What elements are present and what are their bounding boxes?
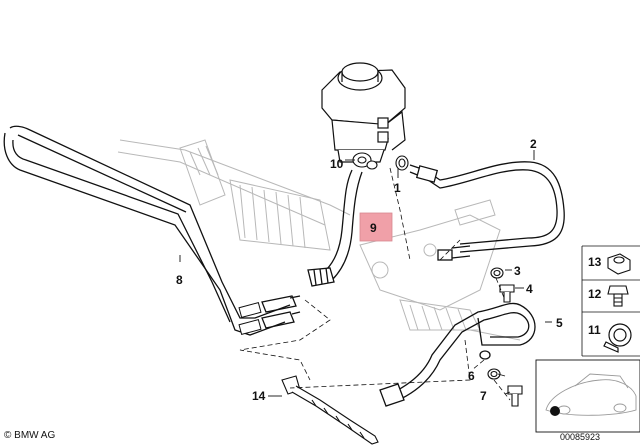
callout-8: 8 [176, 273, 183, 287]
seal-ring-3 [490, 267, 504, 279]
nut-13 [607, 253, 631, 275]
banjo-bolt-4 [499, 284, 515, 303]
callout-5: 5 [556, 316, 563, 330]
seal-ring-1 [395, 155, 409, 171]
seal-ring-6 [487, 368, 501, 380]
pressure-hose-2 [409, 161, 565, 261]
return-line-fitting [238, 301, 262, 336]
callout-9: 9 [370, 221, 377, 235]
suction-hose-9 [307, 169, 363, 287]
callout-7: 7 [480, 389, 487, 403]
steering-rack-ghost [117, 139, 521, 341]
callout-12: 12 [588, 287, 602, 301]
callout-6: 6 [468, 369, 475, 383]
callout-4: 4 [526, 282, 533, 296]
document-number: 00085923 [560, 432, 601, 442]
return-line-8 [3, 125, 301, 336]
callout-9-highlight: 9 [359, 212, 393, 242]
vehicle-location-inset [535, 359, 640, 433]
hose-clamp-11 [603, 323, 632, 353]
bolt-12 [607, 285, 629, 307]
callout-13: 13 [588, 255, 602, 269]
callout-3: 3 [514, 264, 521, 278]
location-marker-icon [550, 406, 560, 416]
reference-lines [239, 167, 511, 401]
banjo-fitting-10 [352, 152, 378, 170]
copyright-notice: © BMW AG [4, 430, 56, 441]
callout-2: 2 [530, 137, 537, 151]
cable-tie-14 [281, 375, 379, 445]
callout-1: 1 [394, 181, 401, 195]
callout-10: 10 [330, 157, 344, 171]
small-parts-panel [581, 245, 640, 357]
callout-11: 11 [588, 323, 601, 337]
callout-14: 14 [252, 389, 266, 403]
power-steering-pump [321, 62, 406, 163]
pressure-line-5 [379, 302, 536, 407]
banjo-bolt-7 [507, 385, 523, 407]
